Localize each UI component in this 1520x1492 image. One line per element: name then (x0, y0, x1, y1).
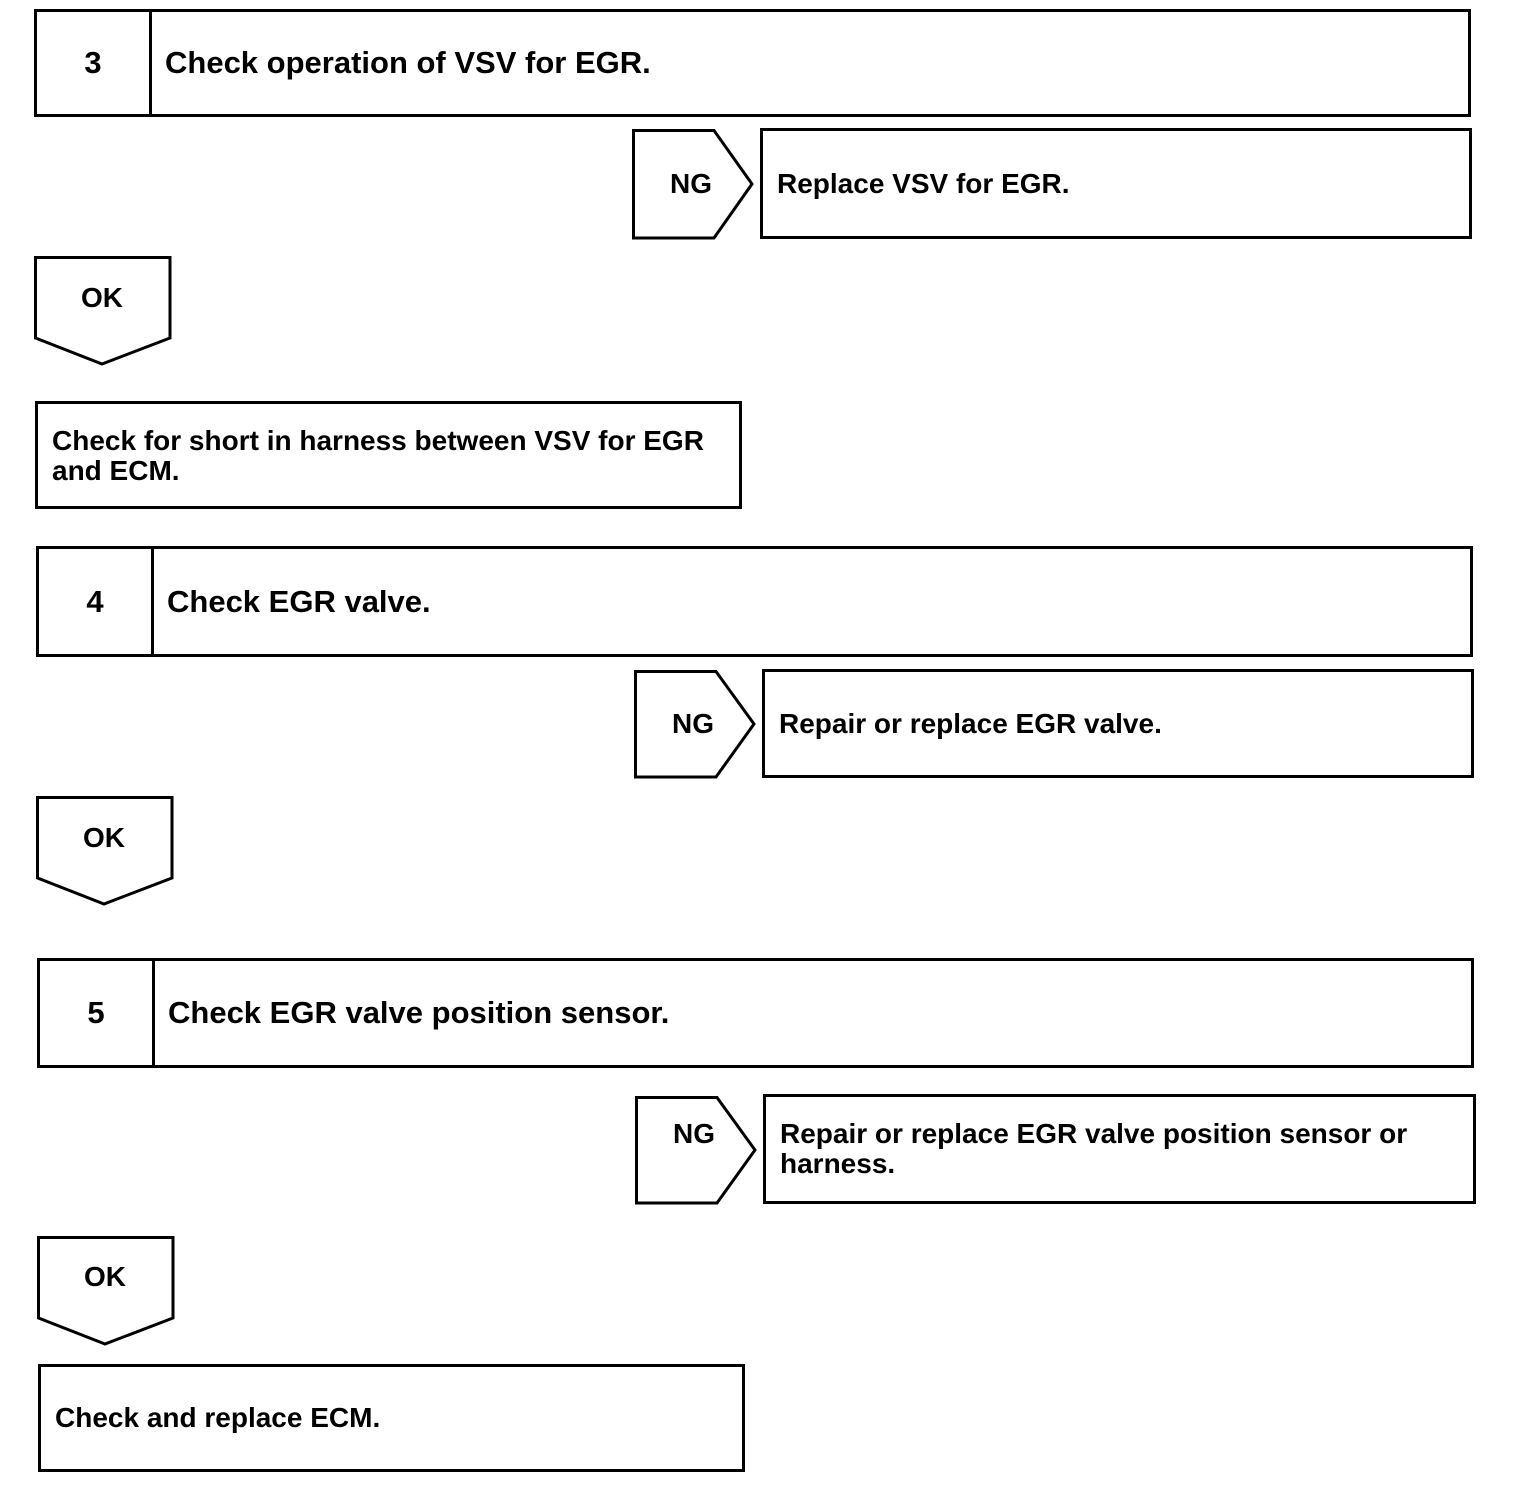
step-3-number: 3 (37, 12, 152, 114)
ng-label-4: NG (672, 708, 714, 739)
step-5-text: Check EGR valve position sensor. (168, 995, 670, 1030)
ng-label-3: NG (670, 168, 712, 199)
step-5-number: 5 (40, 961, 155, 1065)
step-5-box: 5 Check EGR valve position sensor. (37, 958, 1474, 1068)
final-action-box: Check and replace ECM. (38, 1364, 745, 1472)
ok-arrow-shape-4 (36, 796, 174, 906)
step-3-box: 3 Check operation of VSV for EGR. (34, 9, 1471, 117)
ng-label-5: NG (673, 1118, 715, 1149)
ng-action-box-4: Repair or replace EGR valve. (762, 669, 1474, 778)
ng-arrow-shape-3 (632, 129, 754, 240)
ok-label-4: OK (83, 822, 125, 853)
ok-label-3: OK (81, 282, 123, 313)
action-box-after-step-3: Check for short in harness between VSV f… (35, 401, 742, 509)
ng-action-text-3: Replace VSV for EGR. (777, 167, 1070, 199)
ok-label-5: OK (84, 1261, 126, 1292)
action-text-after-step-3: Check for short in harness between VSV f… (52, 425, 704, 486)
ng-action-text-5: Repair or replace EGR valve position sen… (780, 1118, 1408, 1179)
ok-arrow-shape-3 (34, 256, 172, 366)
ng-arrow-shape-5 (635, 1096, 757, 1205)
ng-arrow-shape-4 (634, 670, 756, 779)
ng-action-text-4: Repair or replace EGR valve. (779, 707, 1162, 739)
ng-action-box-3: Replace VSV for EGR. (760, 128, 1472, 239)
ok-arrow-shape-5 (37, 1236, 175, 1346)
step-4-number: 4 (39, 549, 154, 654)
step-3-text: Check operation of VSV for EGR. (165, 45, 651, 80)
final-action-text: Check and replace ECM. (55, 1402, 381, 1433)
ng-action-box-5: Repair or replace EGR valve position sen… (763, 1094, 1476, 1204)
step-4-text: Check EGR valve. (167, 583, 431, 619)
step-4-box: 4 Check EGR valve. (36, 546, 1473, 657)
